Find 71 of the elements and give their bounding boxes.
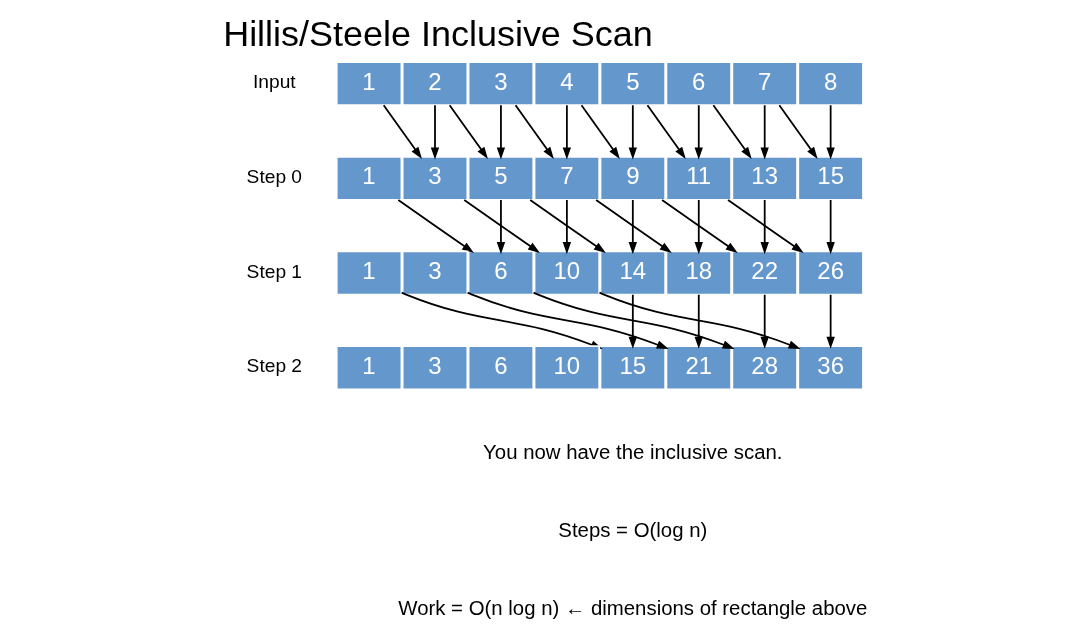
arrow (760, 293, 769, 349)
node-box: 18 (665, 250, 732, 296)
node-box: 15 (599, 345, 666, 391)
node-box: 1 (335, 155, 402, 201)
node-box: 3 (401, 155, 468, 201)
arrow (594, 199, 672, 253)
arrow (462, 199, 540, 253)
node-box: 9 (599, 155, 666, 201)
label: Steps = O(log n) (557, 518, 707, 541)
arrow (562, 104, 571, 160)
label: Step 0 (246, 165, 302, 187)
node-box: 21 (665, 345, 732, 391)
arrow (825, 293, 835, 349)
arrow (430, 104, 439, 160)
node-box: 1 (335, 61, 402, 107)
label: Input (252, 71, 296, 93)
arrow (694, 199, 703, 255)
arrow (382, 104, 422, 159)
arrow (448, 104, 488, 159)
node-box: 5 (599, 61, 666, 107)
node-box: 8 (796, 61, 864, 107)
node-box: 6 (467, 345, 534, 391)
node-box: 1 (335, 250, 402, 296)
node-box: 11 (665, 155, 732, 201)
arrow (396, 199, 474, 253)
arrow (628, 104, 637, 160)
node-box: 7 (730, 61, 798, 107)
node-box: 6 (467, 250, 534, 296)
node-box: 1 (335, 345, 402, 391)
arrow (496, 199, 505, 255)
node-box: 2 (401, 61, 468, 107)
node-box: 15 (796, 155, 864, 201)
arrow (628, 293, 637, 349)
arrow (628, 199, 637, 255)
label: You now have the inclusive scan. (482, 440, 783, 463)
node-box: 3 (401, 345, 468, 391)
arrow (598, 291, 801, 350)
arrow (562, 199, 571, 255)
node-box: 14 (599, 250, 666, 296)
arrow (712, 104, 752, 159)
node-box: 22 (730, 250, 798, 296)
arrow (760, 199, 769, 255)
diagram-title: Hillis/Steele Inclusive Scan (222, 13, 653, 55)
arrow (825, 199, 835, 255)
node-box: 26 (796, 250, 864, 296)
arrow (646, 104, 686, 159)
arrow (496, 104, 505, 160)
arrow (694, 104, 703, 160)
arrow (726, 199, 804, 253)
node-box: 10 (533, 345, 600, 391)
node-box: 3 (467, 61, 534, 107)
arrow (825, 104, 835, 160)
node-box: 6 (665, 61, 732, 107)
label: Step 2 (246, 355, 302, 377)
node-box: 13 (730, 155, 798, 201)
node-box: 28 (730, 345, 798, 391)
label: Step 1 (246, 260, 302, 282)
label: Work = O(n log n) ← dimensions of rectangle above (397, 596, 867, 619)
arrow (580, 104, 620, 159)
node-box: 36 (796, 345, 864, 391)
node-box: 3 (401, 250, 468, 296)
node-box: 7 (533, 155, 600, 201)
arrow (528, 199, 606, 253)
arrow (514, 104, 554, 159)
node-box: 5 (467, 155, 534, 201)
arrow (660, 199, 738, 253)
arrow (694, 293, 703, 349)
node-box: 4 (533, 61, 600, 107)
arrow (777, 104, 818, 159)
arrow (760, 104, 769, 160)
node-box: 10 (533, 250, 600, 296)
